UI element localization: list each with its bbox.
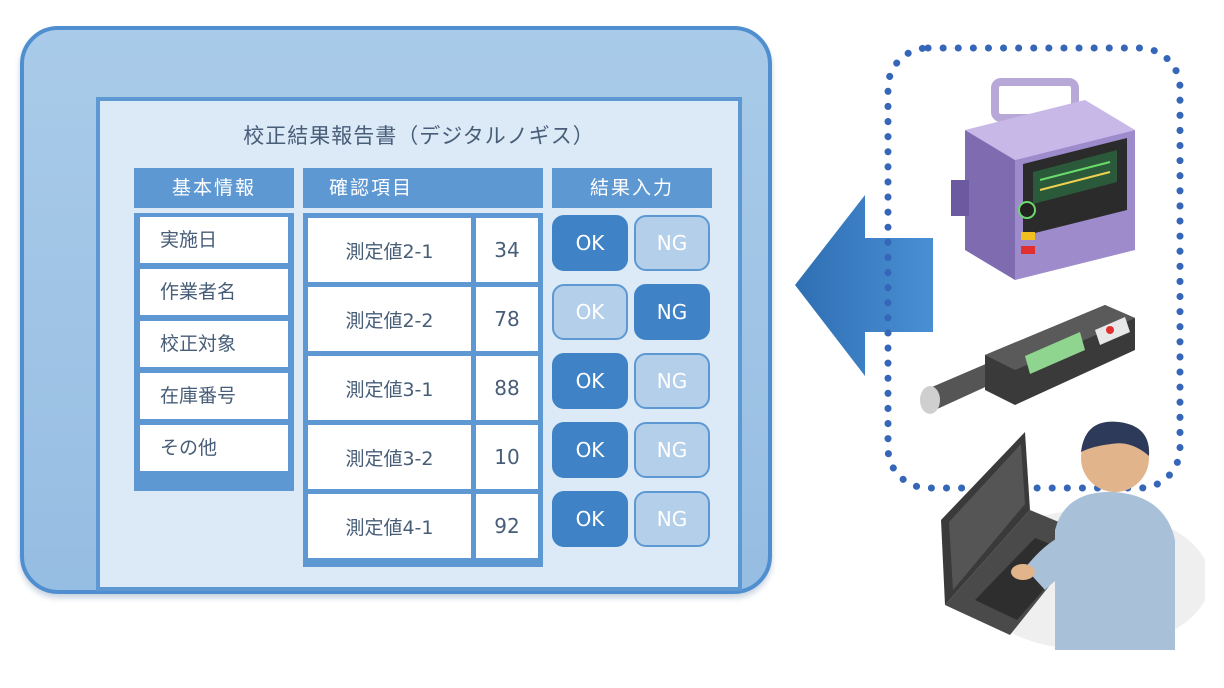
- measurement-value[interactable]: 34: [476, 218, 538, 282]
- ok-button[interactable]: OK: [552, 284, 628, 340]
- arrow-left-icon: [795, 195, 933, 376]
- header-result-input: 結果入力: [552, 168, 712, 208]
- table-row: 測定値2-2 78: [308, 287, 538, 351]
- measurement-value[interactable]: 78: [476, 287, 538, 351]
- basic-info-list: 実施日 作業者名 校正対象 在庫番号 その他: [134, 213, 294, 491]
- header-basic-info: 基本情報: [134, 168, 294, 208]
- basic-item-stock-number[interactable]: 在庫番号: [140, 373, 288, 419]
- measurement-label: 測定値3-1: [308, 356, 471, 420]
- calibration-device-icon: [951, 78, 1135, 280]
- table-row: 測定値4-1 92: [308, 494, 538, 558]
- result-toggle: OK NG: [552, 489, 712, 549]
- basic-item-target[interactable]: 校正対象: [140, 321, 288, 367]
- header-check-items: 確認項目: [303, 168, 543, 208]
- ng-button[interactable]: NG: [634, 353, 710, 409]
- ng-button[interactable]: NG: [634, 215, 710, 271]
- ng-button[interactable]: NG: [634, 422, 710, 478]
- measurement-label: 測定値3-2: [308, 425, 471, 489]
- check-items-table: 測定値2-1 34 測定値2-2 78 測定値3-1 88 測定値3-2 10 …: [303, 213, 543, 567]
- result-toggle: OK NG: [552, 420, 712, 480]
- measurement-value[interactable]: 10: [476, 425, 538, 489]
- ok-button[interactable]: OK: [552, 353, 628, 409]
- laptop-user-icon: [941, 421, 1205, 650]
- table-row: 測定値3-2 10: [308, 425, 538, 489]
- result-toggle: OK NG: [552, 351, 712, 411]
- measurement-value[interactable]: 88: [476, 356, 538, 420]
- measurement-value[interactable]: 92: [476, 494, 538, 558]
- report-screen: 校正結果報告書（デジタルノギス） 基本情報 確認項目 結果入力 実施日 作業者名…: [96, 97, 742, 591]
- device-group-frame: [884, 44, 1184, 492]
- measurement-label: 測定値2-1: [308, 218, 471, 282]
- basic-item-operator[interactable]: 作業者名: [140, 269, 288, 315]
- ng-button[interactable]: NG: [634, 284, 710, 340]
- result-toggle: OK NG: [552, 282, 712, 342]
- ng-button[interactable]: NG: [634, 491, 710, 547]
- micrometer-icon: [920, 305, 1135, 414]
- basic-item-date[interactable]: 実施日: [140, 217, 288, 263]
- result-input-column: OK NG OK NG OK NG OK NG OK NG: [552, 213, 712, 549]
- table-row: 測定値2-1 34: [308, 218, 538, 282]
- report-title: 校正結果報告書（デジタルノギス）: [243, 124, 595, 148]
- tablet-frame: 校正結果報告書（デジタルノギス） 基本情報 確認項目 結果入力 実施日 作業者名…: [20, 26, 772, 594]
- ok-button[interactable]: OK: [552, 422, 628, 478]
- devices-illustration: [920, 78, 1205, 650]
- ok-button[interactable]: OK: [552, 491, 628, 547]
- measurement-label: 測定値2-2: [308, 287, 471, 351]
- basic-item-other[interactable]: その他: [140, 425, 288, 471]
- result-toggle: OK NG: [552, 213, 712, 273]
- table-row: 測定値3-1 88: [308, 356, 538, 420]
- measurement-label: 測定値4-1: [308, 494, 471, 558]
- ok-button[interactable]: OK: [552, 215, 628, 271]
